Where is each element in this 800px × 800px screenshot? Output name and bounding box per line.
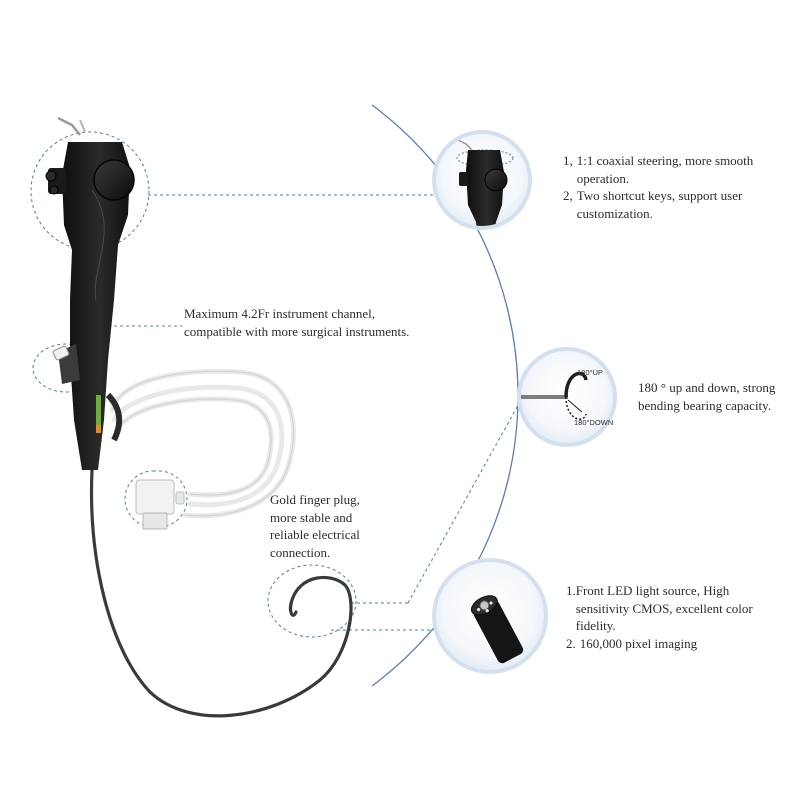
- bending-up-label: 180°UP: [577, 368, 603, 377]
- gold-finger-plug: [135, 479, 185, 530]
- handle-zoom-circle: [432, 130, 532, 230]
- plug-note-line-1: Gold finger plug,: [270, 492, 360, 507]
- plug-note-line-2: more stable and: [270, 509, 353, 525]
- bending-note-line-2: bending bearing capacity.: [638, 397, 772, 413]
- bending-down-label: 180°DOWN: [574, 418, 613, 427]
- bending-feature-note: 180 ° up and down, strong bending bearin…: [638, 379, 798, 414]
- tip-feature-note: 1. Front LED light source, High sensitiv…: [566, 582, 766, 652]
- usb-cable-outline: [111, 370, 294, 517]
- list-item: 2. 160,000 pixel imaging: [566, 635, 766, 653]
- list-item-number: 2.: [566, 635, 576, 651]
- bending-zoom-circle: [517, 347, 617, 447]
- insertion-tube: [89, 468, 353, 718]
- tip-zoom-circle: [432, 558, 548, 674]
- handle-feature-note: 1, 1:1 coaxial steering, more smooth ope…: [563, 152, 773, 222]
- channel-note-line-1: Maximum 4.2Fr instrument channel,: [184, 306, 376, 321]
- bending-note-line-1: 180 ° up and down, strong: [638, 380, 776, 395]
- tip-highlight-ring: [267, 564, 357, 638]
- list-item: 1. Front LED light source, High sensitiv…: [566, 582, 766, 635]
- endoscope-handle: [45, 116, 135, 470]
- channel-feature-note: Maximum 4.2Fr instrument channel, compat…: [184, 305, 444, 340]
- list-item-text: 160,000 pixel imaging: [579, 635, 698, 651]
- list-item-number: 1,: [563, 153, 573, 168]
- list-item: 1, 1:1 coaxial steering, more smooth ope…: [563, 152, 773, 187]
- plug-feature-note: Gold finger plug, more stable and reliab…: [270, 491, 410, 561]
- list-item-text: 1:1 coaxial steering, more smooth operat…: [576, 153, 754, 186]
- plug-note-line-3: reliable electrical: [270, 527, 360, 542]
- list-item: 2, Two shortcut keys, support user custo…: [563, 187, 773, 222]
- plug-note-line-4: connection.: [270, 544, 331, 560]
- list-item-number: 1.: [566, 583, 576, 598]
- list-item-number: 2,: [563, 188, 573, 203]
- list-item-text: Two shortcut keys, support user customiz…: [576, 188, 743, 221]
- channel-note-line-2: compatible with more surgical instrument…: [184, 323, 410, 339]
- list-item-text: Front LED light source, High sensitivity…: [575, 583, 753, 633]
